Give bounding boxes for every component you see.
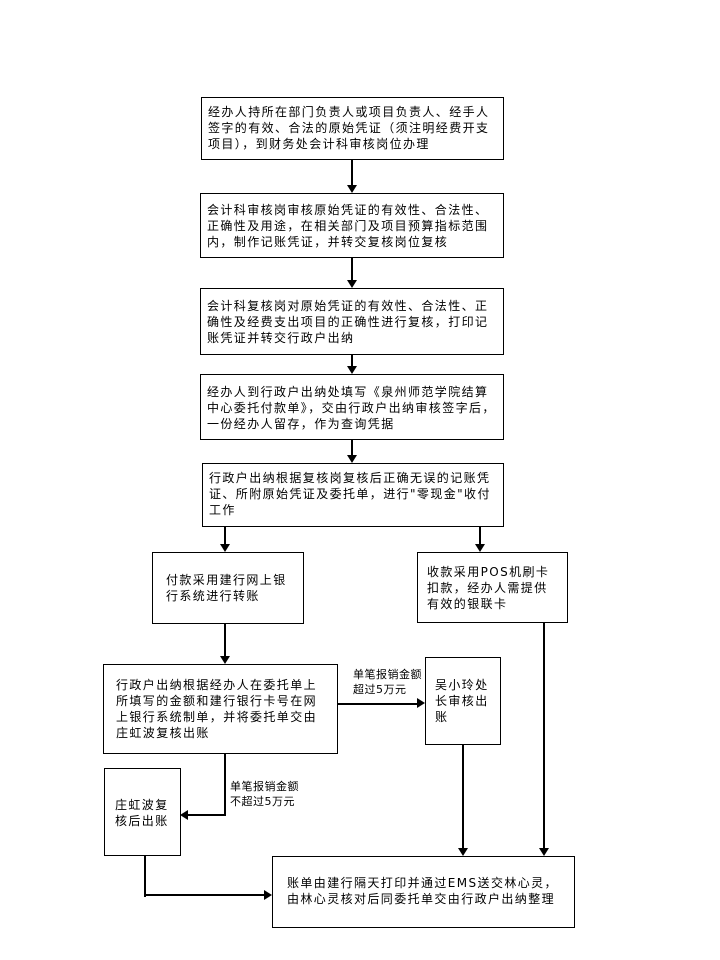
arrowhead-right-icon bbox=[264, 890, 272, 900]
arrowhead-right-icon bbox=[417, 698, 425, 708]
flow-node-audit-post: 会计科审核岗审核原始凭证的有效性、合法性、正确性及用途，在相关部门及项目预算指标… bbox=[200, 193, 504, 258]
arrowhead-down-icon bbox=[220, 656, 230, 664]
connector-receipt-bill bbox=[543, 623, 545, 849]
connector-zhuanghongbo-bill-v bbox=[144, 856, 146, 897]
edge-label-under-50k: 单笔报销金额 不超过5万元 bbox=[230, 780, 299, 808]
arrowhead-left-icon bbox=[180, 810, 188, 820]
flow-node-make-order: 行政户出纳根据经办人在委托单上所填写的金额和建行银行卡号在网上银行系统制单，并将… bbox=[103, 664, 338, 754]
flow-node-receipt-pos: 收款采用POS机刷卡扣款，经办人需提供有效的银联卡 bbox=[417, 552, 568, 623]
connector-wuxiaoling-bill bbox=[462, 745, 464, 849]
connector-1-2 bbox=[351, 160, 353, 186]
flow-node-bill-ems: 账单由建行隔天打印并通过EMS送交林心灵，由林心灵核对后同委托单交由行政户出纳整… bbox=[272, 856, 575, 928]
flow-node-review-post: 会计科复核岗对原始凭证的有效性、合法性、正确性及经费支出项目的正确性进行复核，打… bbox=[200, 288, 504, 355]
arrowhead-down-icon bbox=[347, 455, 357, 463]
connector-2-3 bbox=[351, 258, 353, 281]
connector-zhuanghongbo-bill-h bbox=[144, 894, 266, 896]
arrowhead-down-icon bbox=[539, 848, 549, 856]
flow-node-wuxiaoling-review: 吴小玲处长审核出账 bbox=[425, 657, 501, 745]
connector-5-receipt bbox=[479, 527, 481, 545]
arrowhead-down-icon bbox=[220, 544, 230, 552]
connector-5-payment bbox=[224, 527, 226, 545]
connector-payment-makeorder bbox=[224, 624, 226, 657]
arrowhead-down-icon bbox=[347, 366, 357, 374]
arrowhead-down-icon bbox=[475, 544, 485, 552]
flow-node-fill-payment-form: 经办人到行政户出纳处填写《泉州师范学院结算中心委托付款单》，交由行政户出纳审核签… bbox=[200, 374, 504, 440]
connector-3-4 bbox=[351, 355, 353, 367]
flow-node-payment-online-bank: 付款采用建行网上银行系统进行转账 bbox=[152, 552, 304, 624]
flow-node-submit-voucher: 经办人持所在部门负责人或项目负责人、经手人签字的有效、合法的原始凭证（须注明经费… bbox=[201, 97, 504, 160]
flow-node-zhuanghongbo-review: 庄虹波复核后出账 bbox=[104, 768, 181, 856]
arrowhead-down-icon bbox=[347, 185, 357, 193]
edge-label-over-50k: 单笔报销金额 超过5万元 bbox=[353, 668, 422, 696]
arrowhead-down-icon bbox=[458, 848, 468, 856]
connector-4-5 bbox=[351, 440, 353, 456]
connector-makeorder-zhuanghongbo-v bbox=[224, 754, 226, 816]
connector-makeorder-wuxiaoling bbox=[338, 703, 418, 705]
connector-makeorder-zhuanghongbo-h bbox=[188, 814, 226, 816]
flow-node-zero-cash: 行政户出纳根据复核岗复核后正确无误的记账凭证、所附原始凭证及委托单，进行"零现金… bbox=[202, 463, 504, 527]
arrowhead-down-icon bbox=[347, 280, 357, 288]
